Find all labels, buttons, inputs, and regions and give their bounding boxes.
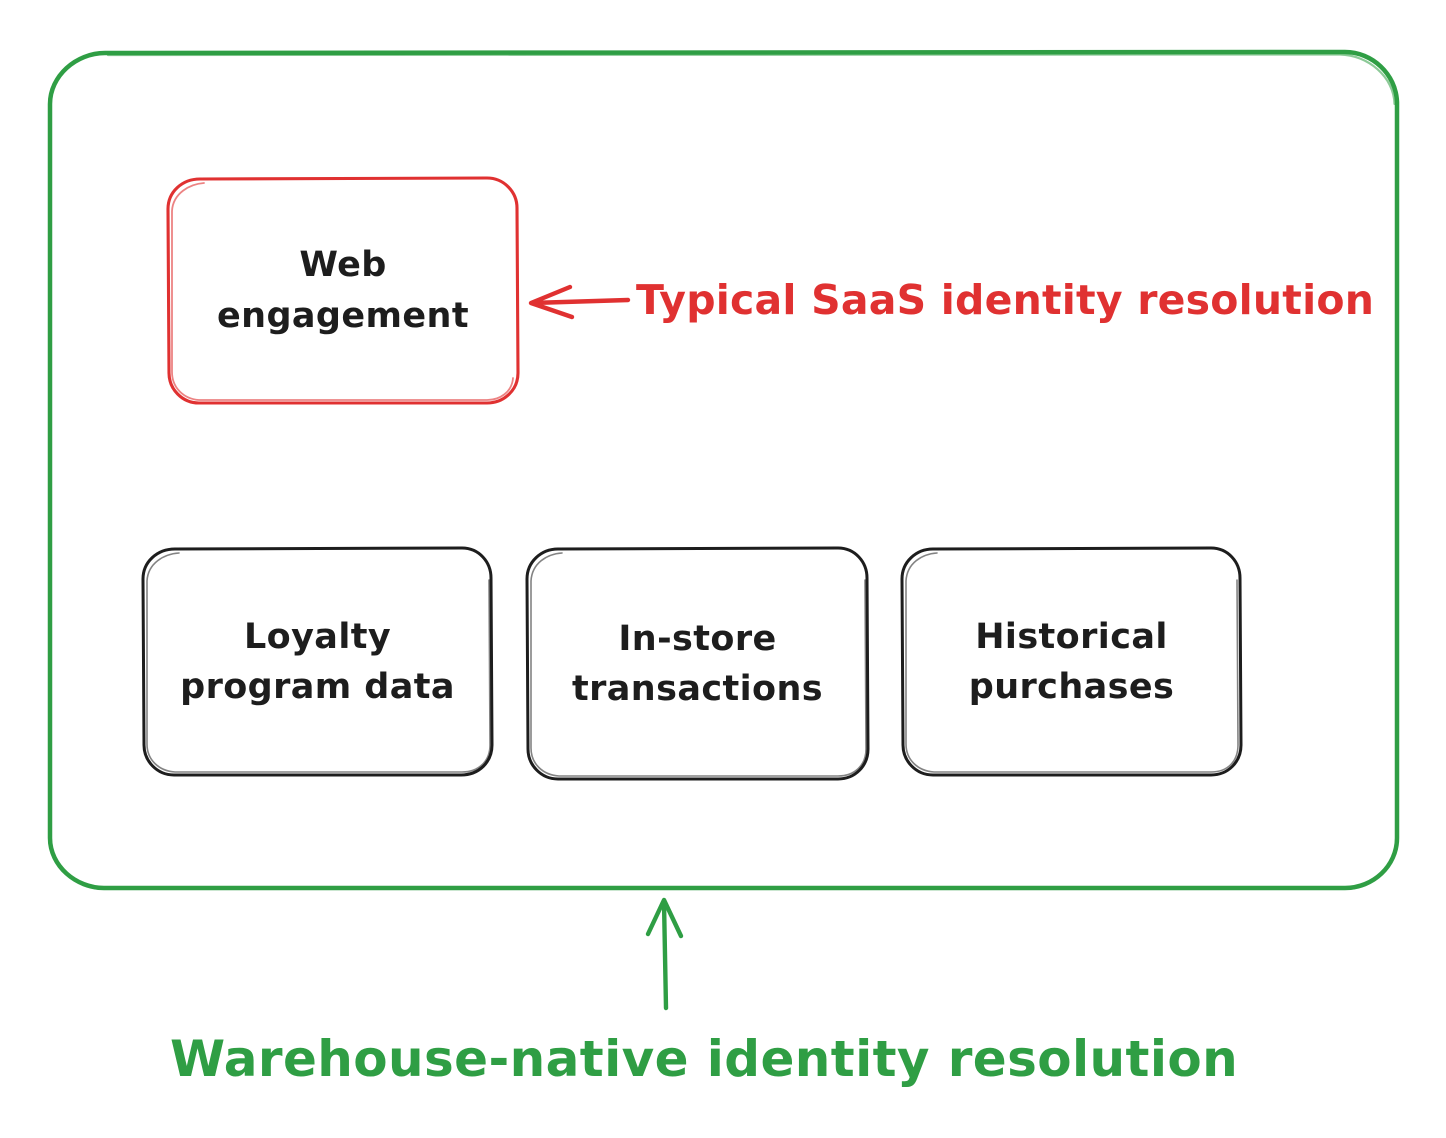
loyalty-label-line2: program data <box>180 667 455 707</box>
web-engagement-label-line2: engagement <box>217 295 469 336</box>
historical-label-line1: Historical <box>975 616 1168 657</box>
loyalty-program-data-box[interactable]: Loyalty program data <box>143 548 492 776</box>
web-engagement-box[interactable]: Web engagement <box>168 178 518 403</box>
historical-purchases-box[interactable]: Historical purchases <box>903 548 1240 776</box>
warehouse-annotation-arrow-icon <box>645 897 684 1011</box>
loyalty-label-line1: Loyalty <box>243 616 392 657</box>
instore-label-line1: In-store <box>618 618 777 659</box>
historical-label-line2: purchases <box>968 667 1175 707</box>
web-engagement-label-line1: Web <box>299 245 387 286</box>
saas-annotation-arrow-icon <box>528 284 631 320</box>
warehouse-annotation-label: Warehouse-native identity resolution <box>170 1030 1239 1088</box>
in-store-transactions-box[interactable]: In-store transactions <box>527 548 868 780</box>
instore-label-line2: transactions <box>571 669 824 709</box>
saas-annotation-label: Typical SaaS identity resolution <box>636 276 1375 324</box>
